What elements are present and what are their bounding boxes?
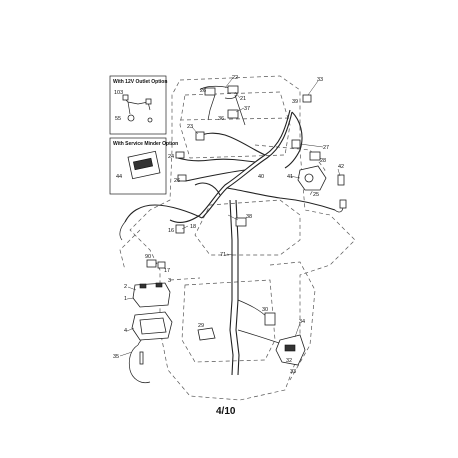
components xyxy=(131,85,347,366)
bolt-35 xyxy=(139,351,144,365)
callout-22: 22 xyxy=(232,75,238,81)
callout-41: 41 xyxy=(287,174,293,180)
callout-38: 38 xyxy=(246,214,252,220)
part-29 xyxy=(197,327,216,341)
callout-18: 18 xyxy=(190,224,196,230)
battery-1 xyxy=(132,282,171,308)
callout-23: 23 xyxy=(187,124,193,130)
callout-25: 25 xyxy=(313,192,319,198)
callout-16: 16 xyxy=(168,228,174,234)
callout-24: 24 xyxy=(168,154,174,160)
callout-90: 90 xyxy=(145,254,151,260)
inset-service-minder: With Service Minder Option 44 xyxy=(109,137,178,195)
callout-29: 29 xyxy=(198,323,204,329)
connector-21 xyxy=(227,85,239,94)
key-switch-33 xyxy=(302,94,312,103)
leader-lines xyxy=(119,78,341,357)
connector-28 xyxy=(309,151,321,161)
callout-35: 35 xyxy=(113,354,119,360)
callout-3: 3 xyxy=(168,278,171,284)
inset-12v-outlet: With 12V Outlet Option 103 55 xyxy=(109,75,167,135)
callout-33-bottom: 33 xyxy=(290,369,296,375)
callout-37: 37 xyxy=(244,106,250,112)
callout-30: 30 xyxy=(262,307,268,313)
switch-36 xyxy=(227,109,239,119)
inset-service-minder-title: With Service Minder Option xyxy=(113,141,178,147)
callout-40: 40 xyxy=(258,174,264,180)
callout-labels: 22 21 33 39 37 26 36 23 24 27 28 40 41 4… xyxy=(113,75,344,375)
callout-27: 27 xyxy=(323,145,329,151)
fuse-42 xyxy=(337,174,345,186)
connector-23 xyxy=(195,131,205,141)
callout-21: 21 xyxy=(240,96,246,102)
switch-30 xyxy=(264,312,276,326)
connector-24 xyxy=(175,151,185,159)
callout-26-left: 26 xyxy=(174,178,180,184)
callout-42: 42 xyxy=(338,164,344,170)
callout-1: 1 xyxy=(124,296,127,302)
callout-32: 32 xyxy=(286,358,292,364)
callout-55: 55 xyxy=(115,116,121,122)
callout-103: 103 xyxy=(114,90,123,96)
connector-26b xyxy=(339,199,347,209)
callout-36: 36 xyxy=(218,116,224,122)
connector-16 xyxy=(177,174,187,182)
connector-18 xyxy=(175,224,185,234)
callout-33-top: 33 xyxy=(317,77,323,83)
callout-28: 28 xyxy=(320,158,326,164)
callout-39: 39 xyxy=(292,99,298,105)
connector-27 xyxy=(291,139,301,149)
callout-71: 71 xyxy=(220,252,226,258)
callout-44: 44 xyxy=(116,174,122,180)
callout-26-top: 26 xyxy=(200,88,206,94)
page-number: 4/10 xyxy=(216,406,236,417)
callout-17: 17 xyxy=(164,268,170,274)
connector-38 xyxy=(235,217,247,227)
callout-2: 2 xyxy=(124,284,127,290)
inset-12v-outlet-title: With 12V Outlet Option xyxy=(113,79,167,85)
connector-90 xyxy=(146,259,157,268)
connector-17 xyxy=(157,261,166,269)
callout-34: 34 xyxy=(299,319,305,325)
connector-22 xyxy=(204,87,216,96)
callout-4: 4 xyxy=(124,328,127,334)
